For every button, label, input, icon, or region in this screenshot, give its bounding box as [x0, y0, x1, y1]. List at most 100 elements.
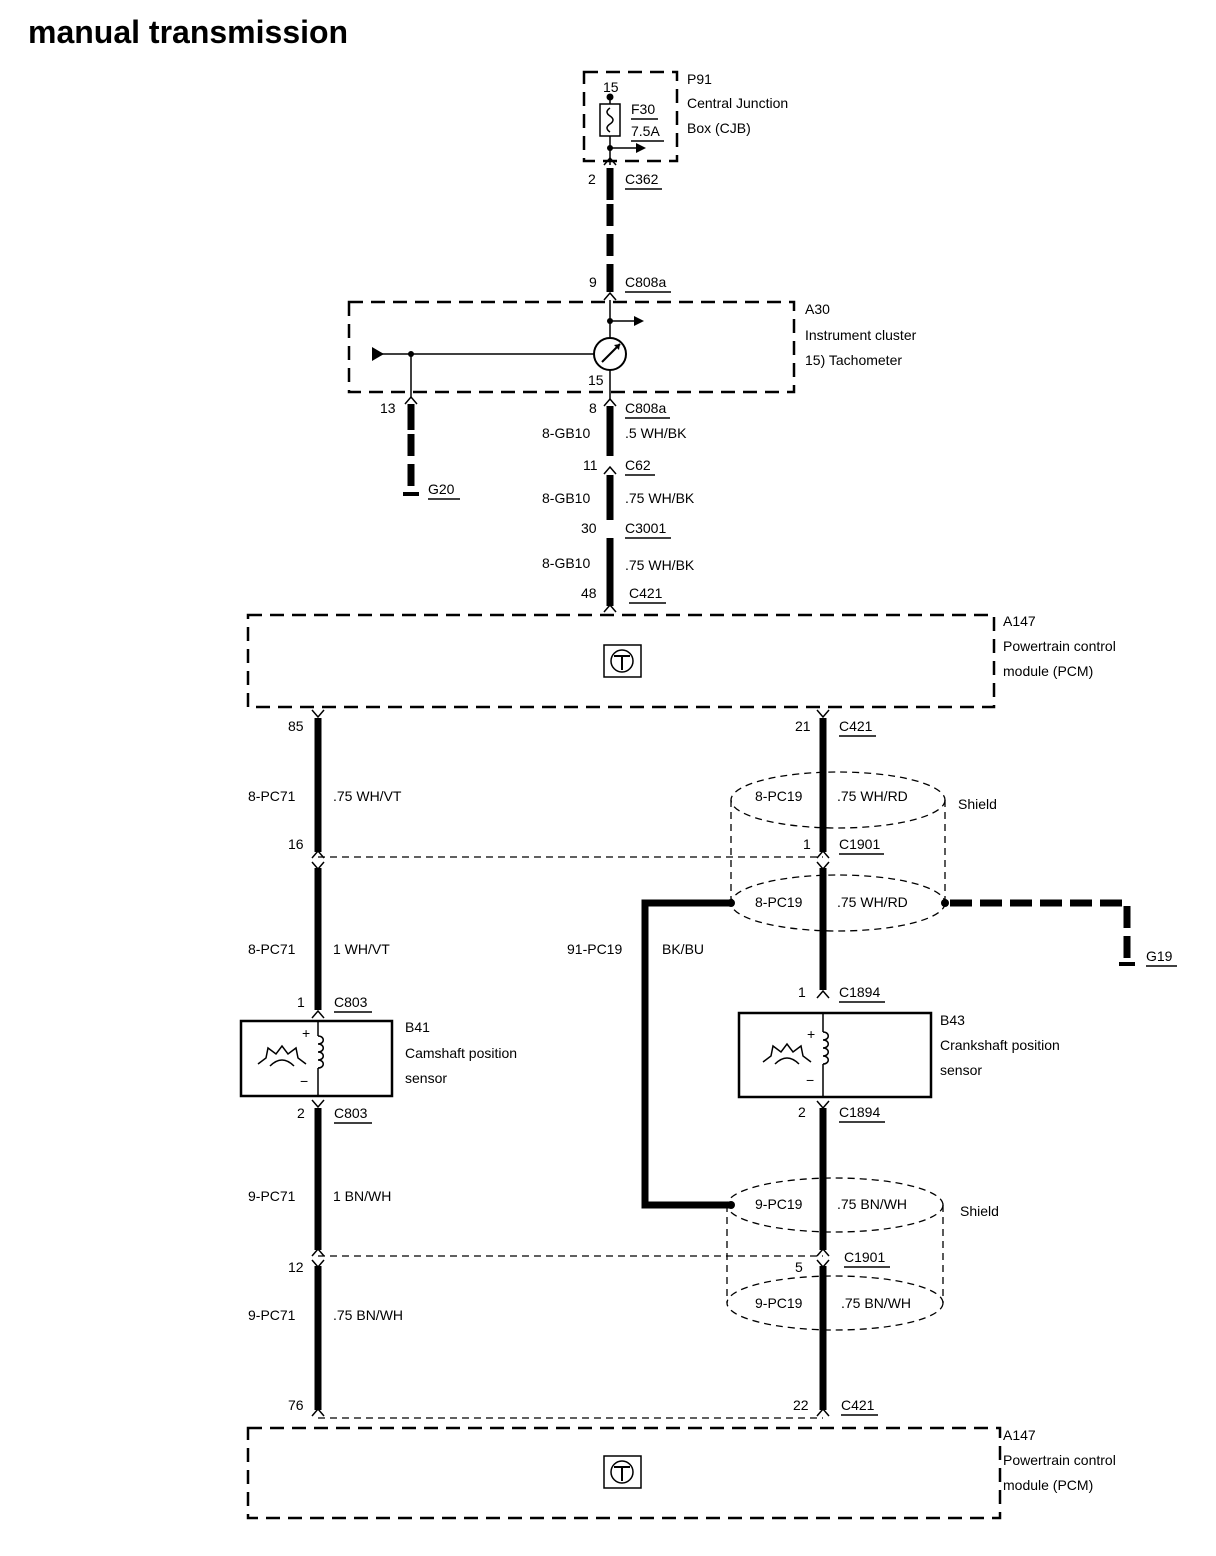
fuse-rating: 7.5A	[631, 123, 660, 139]
svg-text:22: 22	[793, 1397, 809, 1413]
a30-instrument-cluster: 15 A30 Instrument cluster 15) Tachometer	[347, 300, 917, 400]
svg-text:C1901: C1901	[839, 836, 880, 852]
svg-text:+: +	[807, 1026, 815, 1042]
svg-text:C803: C803	[334, 994, 368, 1010]
svg-text:.75 WH/VT: .75 WH/VT	[333, 788, 402, 804]
shield-label: Shield	[960, 1203, 999, 1219]
toothed-wheel-icon	[762, 1042, 812, 1063]
svg-text:1: 1	[798, 984, 806, 1000]
svg-text:8-PC71: 8-PC71	[248, 788, 296, 804]
fuse-name: F30	[631, 101, 655, 117]
svg-text:−: −	[806, 1072, 814, 1088]
svg-text:C808a: C808a	[625, 400, 666, 416]
svg-text:.75 WH/BK: .75 WH/BK	[625, 490, 695, 506]
svg-text:.75 BN/WH: .75 BN/WH	[841, 1295, 911, 1311]
diagram-title: manual transmission	[28, 14, 349, 50]
a30-pin: 15	[588, 372, 604, 388]
svg-text:.5 WH/BK: .5 WH/BK	[625, 425, 687, 441]
svg-text:C62: C62	[625, 457, 651, 473]
svg-text:C808a: C808a	[625, 274, 666, 290]
svg-text:8-PC71: 8-PC71	[248, 941, 296, 957]
crankshaft-circuit: 21 C421 Shield 8-PC19 .75 WH/RD 1 C1901 …	[726, 709, 1060, 1417]
connector-c808a-top: 9 C808a	[589, 274, 671, 301]
svg-text:5: 5	[795, 1259, 803, 1275]
svg-text:.75 WH/BK: .75 WH/BK	[625, 557, 695, 573]
connector-c362: 2 C362	[588, 156, 662, 190]
arrow-right-icon	[634, 316, 644, 326]
svg-text:8-GB10: 8-GB10	[542, 490, 590, 506]
svg-text:1 WH/VT: 1 WH/VT	[333, 941, 390, 957]
p91-name-line1: Central Junction	[687, 95, 788, 111]
a147-bottom-line2: module (PCM)	[1003, 1477, 1093, 1493]
svg-text:C1894: C1894	[839, 1104, 880, 1120]
svg-text:9-PC19: 9-PC19	[755, 1295, 803, 1311]
svg-text:11: 11	[583, 457, 598, 473]
svg-text:C3001: C3001	[625, 520, 666, 536]
sensor-coil-icon	[317, 1035, 324, 1069]
svg-text:1: 1	[297, 994, 305, 1010]
sensor-coil-icon	[822, 1031, 829, 1065]
svg-text:30: 30	[581, 520, 597, 536]
svg-text:C421: C421	[839, 718, 873, 734]
toothed-wheel-icon	[257, 1044, 307, 1065]
tach-signal-wire: 8 C808a 8-GB10 .5 WH/BK 11 C62 8-GB10 .7…	[542, 397, 695, 613]
svg-text:2: 2	[297, 1105, 305, 1121]
b43-crankshaft-sensor	[737, 1011, 933, 1099]
b43-id: B43	[940, 1012, 965, 1028]
svg-text:16: 16	[288, 836, 304, 852]
a147-bottom-line1: Powertrain control	[1003, 1452, 1116, 1468]
svg-text:8: 8	[589, 400, 597, 416]
svg-text:C421: C421	[629, 585, 663, 601]
drain-wire-91-pc19: 91-PC19 BK/BU	[567, 899, 735, 1209]
svg-text:91-PC19: 91-PC19	[567, 941, 622, 957]
svg-text:9: 9	[589, 274, 597, 290]
svg-text:BK/BU: BK/BU	[662, 941, 704, 957]
svg-text:C362: C362	[625, 171, 659, 187]
a30-name-line1: Instrument cluster	[805, 327, 917, 343]
svg-text:12: 12	[288, 1259, 304, 1275]
svg-text:.75 WH/RD: .75 WH/RD	[837, 788, 908, 804]
svg-text:C1894: C1894	[839, 984, 880, 1000]
svg-text:8-GB10: 8-GB10	[542, 555, 590, 571]
svg-text:9-PC71: 9-PC71	[248, 1307, 296, 1323]
b43-name-line1: Crankshaft position	[940, 1037, 1060, 1053]
svg-text:C421: C421	[841, 1397, 875, 1413]
b41-name-line2: sensor	[405, 1070, 447, 1086]
svg-text:48: 48	[581, 585, 597, 601]
svg-text:9-PC19: 9-PC19	[755, 1196, 803, 1212]
svg-text:13: 13	[380, 400, 396, 416]
g20-label: G20	[428, 481, 455, 497]
g19-label: G19	[1146, 948, 1173, 964]
fuse-pin-label: 15	[603, 79, 619, 95]
svg-text:21: 21	[795, 718, 811, 734]
svg-text:C1901: C1901	[844, 1249, 885, 1265]
b41-name-line1: Camshaft position	[405, 1045, 517, 1061]
p91-name-line2: Box (CJB)	[687, 120, 751, 136]
shield-label: Shield	[958, 796, 997, 812]
svg-text:85: 85	[288, 718, 304, 734]
svg-text:76: 76	[288, 1397, 304, 1413]
a147-top-line1: Powertrain control	[1003, 638, 1116, 654]
svg-text:9-PC71: 9-PC71	[248, 1188, 296, 1204]
a30-name-line2: 15) Tachometer	[805, 352, 902, 368]
svg-text:2: 2	[588, 171, 596, 187]
arrow-right-icon	[636, 143, 646, 153]
p91-id: P91	[687, 71, 712, 87]
svg-text:8-PC19: 8-PC19	[755, 788, 803, 804]
b41-camshaft-sensor	[239, 1019, 394, 1098]
a147-top-id: A147	[1003, 613, 1036, 629]
input-arrow-icon	[372, 347, 384, 361]
svg-text:C803: C803	[334, 1105, 368, 1121]
ground-branch-g20: 13 G20	[380, 395, 460, 500]
svg-text:.75 WH/RD: .75 WH/RD	[837, 894, 908, 910]
a147-top-line2: module (PCM)	[1003, 663, 1093, 679]
b43-name-line2: sensor	[940, 1062, 982, 1078]
p91-central-junction-box: 15 F30 7.5A P91 Central Junction Box (CJ…	[582, 70, 788, 165]
svg-text:8-GB10: 8-GB10	[542, 425, 590, 441]
svg-text:2: 2	[798, 1104, 806, 1120]
svg-text:+: +	[302, 1025, 310, 1041]
svg-text:8-PC19: 8-PC19	[755, 894, 803, 910]
svg-text:.75 BN/WH: .75 BN/WH	[333, 1307, 403, 1323]
a147-bottom-id: A147	[1003, 1427, 1036, 1443]
